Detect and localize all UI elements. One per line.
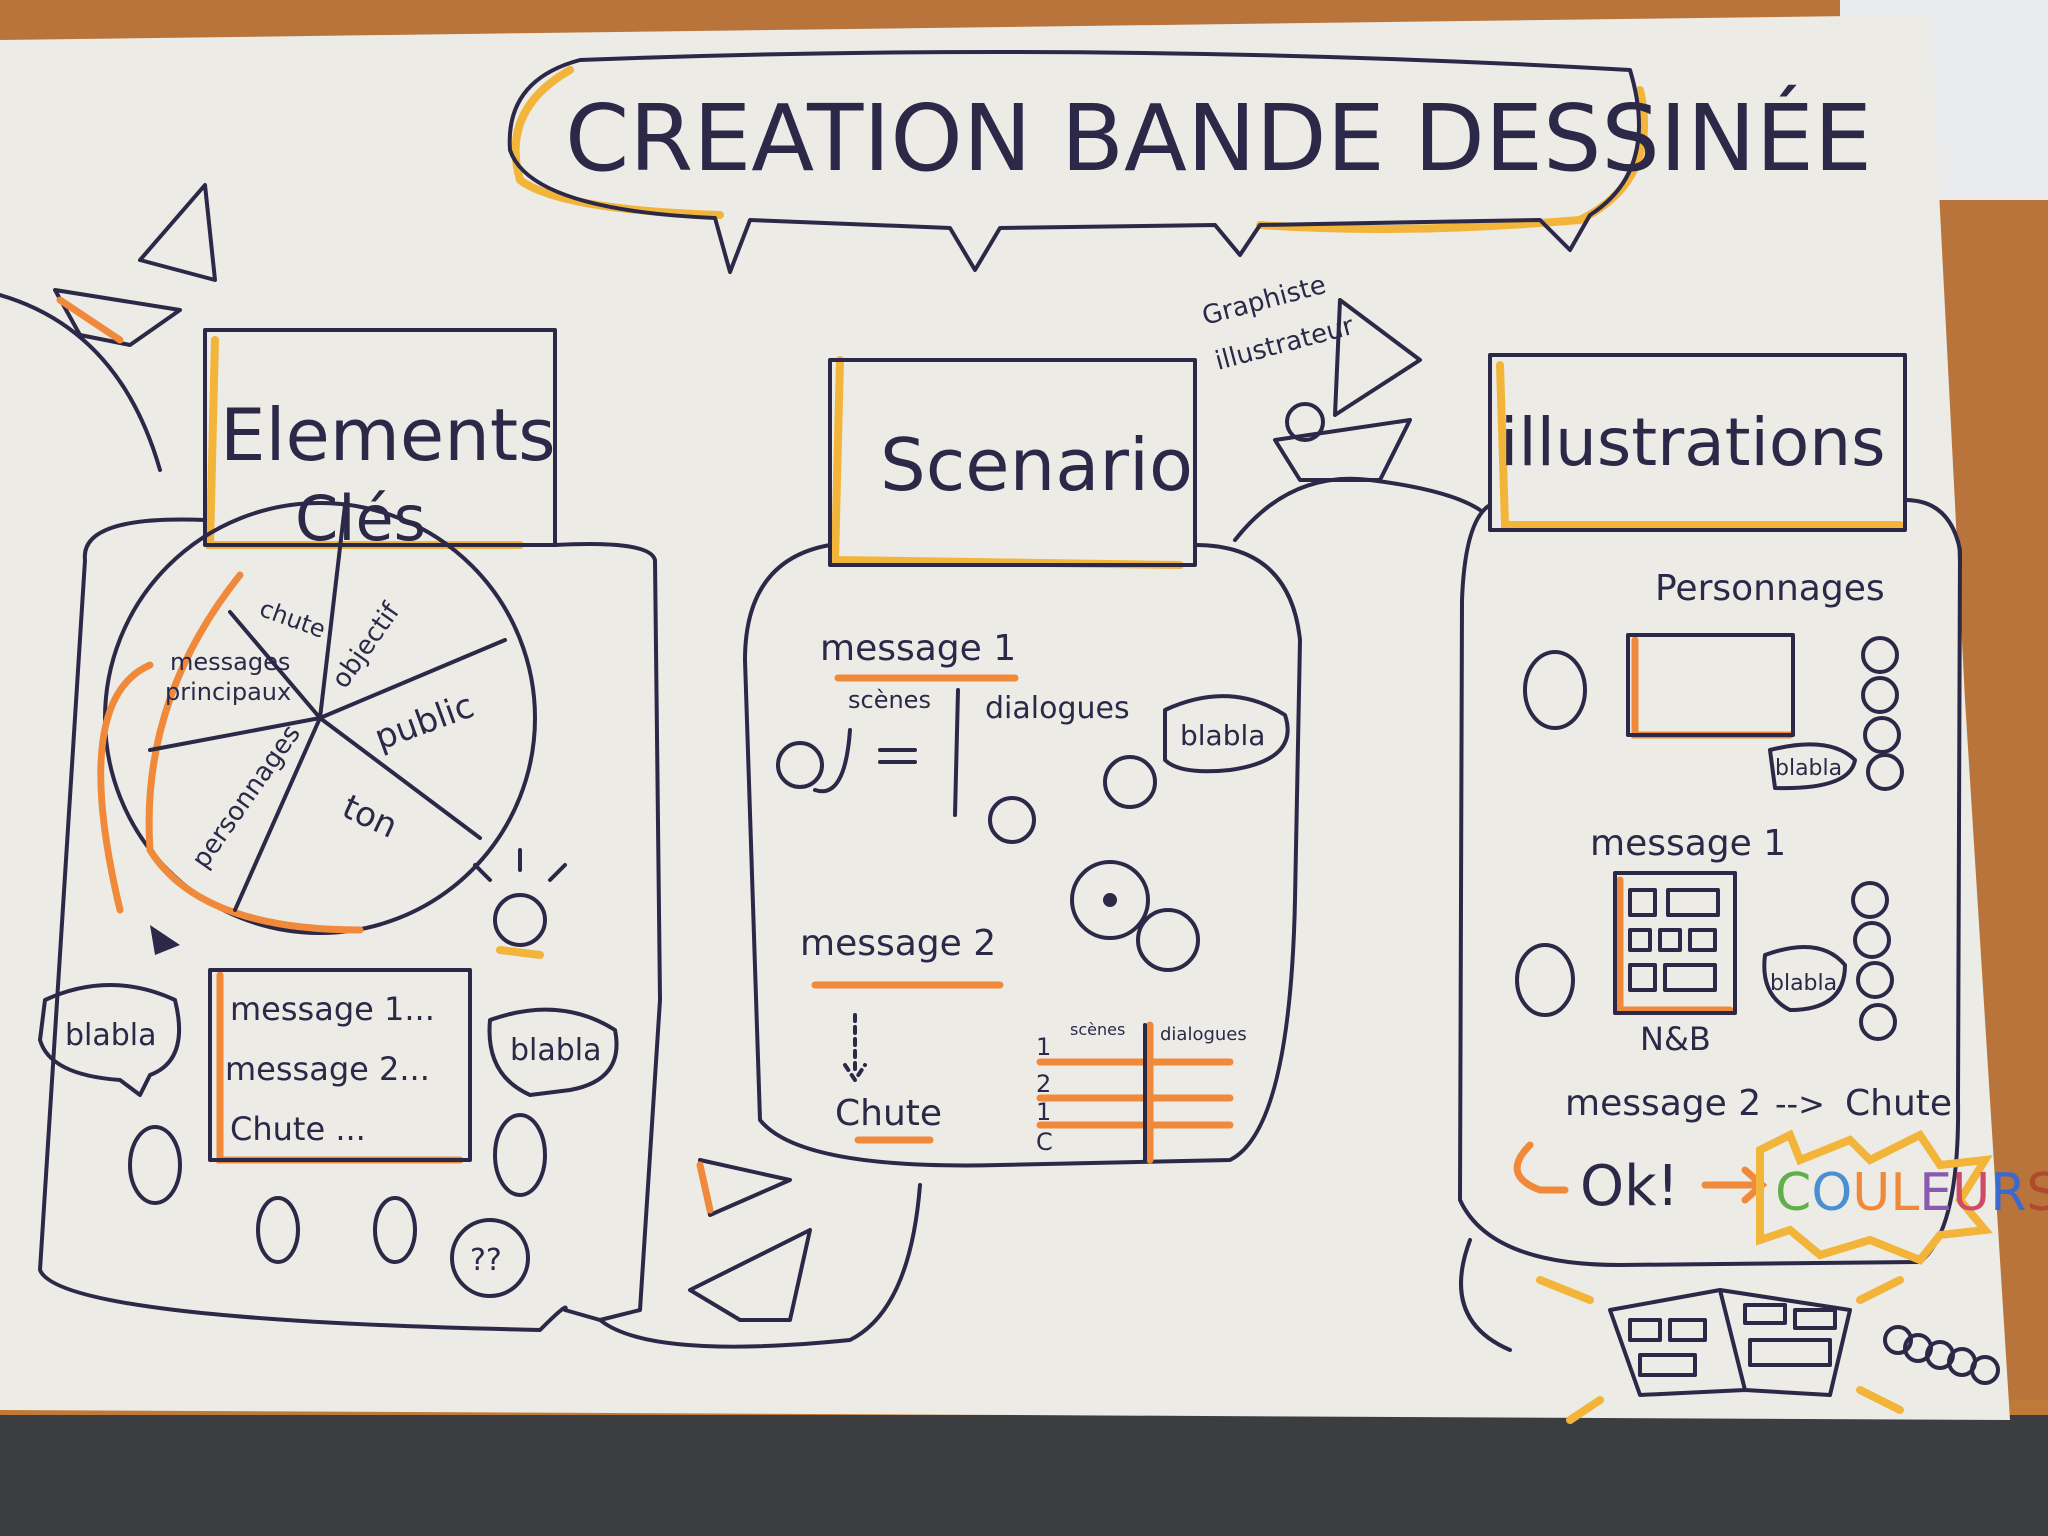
open-comic-book-drawing [1536,1276,1904,1424]
illustrations-message-1: message 1 [1590,823,1786,864]
boat-drawing-bottom [598,1158,922,1349]
table-header-scenes: scènes [1070,1020,1125,1039]
illustrations-message-2: message 2 [1565,1083,1761,1124]
scenario-message-2: message 2 [800,923,996,964]
lightbulb-icon [473,848,567,959]
dialogues-label: dialogues [985,691,1130,726]
scenario-heading: Scenario [880,423,1193,507]
character-head [493,1113,547,1197]
scenario-chute: Chute [835,1093,942,1134]
speech-bubble-text: blabla [65,1018,157,1053]
table-row-label: C [1036,1128,1053,1156]
table-row-label: 2 [1036,1070,1051,1098]
illustrations-heading: illustrations [1500,404,1886,481]
personnages-label: Personnages [1655,568,1885,609]
boat-drawing-top-left [0,183,217,472]
ok-label: Ok! [1580,1154,1679,1219]
list-message-1: message 1... [230,990,435,1028]
title: CREATION BANDE DESSINÉE [565,84,1872,192]
table-row-label: 1 [1036,1098,1051,1126]
title-speech-bubble: CREATION BANDE DESSINÉE [507,50,1872,274]
flipchart-paper [0,15,2010,1420]
speech-bubble-text: blabla [1180,719,1265,752]
table-header-dialogues: dialogues [1160,1024,1247,1045]
gears-icon [1070,860,1200,972]
question-marks: ?? [470,1243,502,1278]
arrow-to-chute: --> [1775,1085,1825,1123]
faces-column [1861,636,1904,791]
scenario-message-1: message 1 [820,628,1016,669]
list-message-2: message 2... [225,1050,430,1088]
speech-bubble-text: blabla [1770,971,1837,996]
speech-bubble-text: blabla [1775,756,1842,781]
elements-cles-heading-line2: Clés [295,482,426,555]
boat-drawing-middle-top [1233,298,1482,542]
floor-carpet [0,1415,2048,1536]
elements-cles-heading-line1: Elements [220,393,556,477]
section-illustrations: illustrations Personnages blabla message… [1458,353,2048,1424]
pie-label-principaux: principaux [165,678,291,706]
pie-label-messages: messages [170,648,290,676]
table-row-label: 1 [1036,1033,1051,1061]
couleurs-label: COULEURS [1775,1163,2048,1223]
noir-et-blanc-label: N&B [1640,1020,1711,1058]
scenes-label: scènes [848,686,931,714]
speech-bubble-text: blabla [510,1033,602,1068]
list-chute: Chute ... [230,1110,366,1148]
illustrations-chute: Chute [1845,1083,1952,1124]
character-head [128,1125,182,1205]
